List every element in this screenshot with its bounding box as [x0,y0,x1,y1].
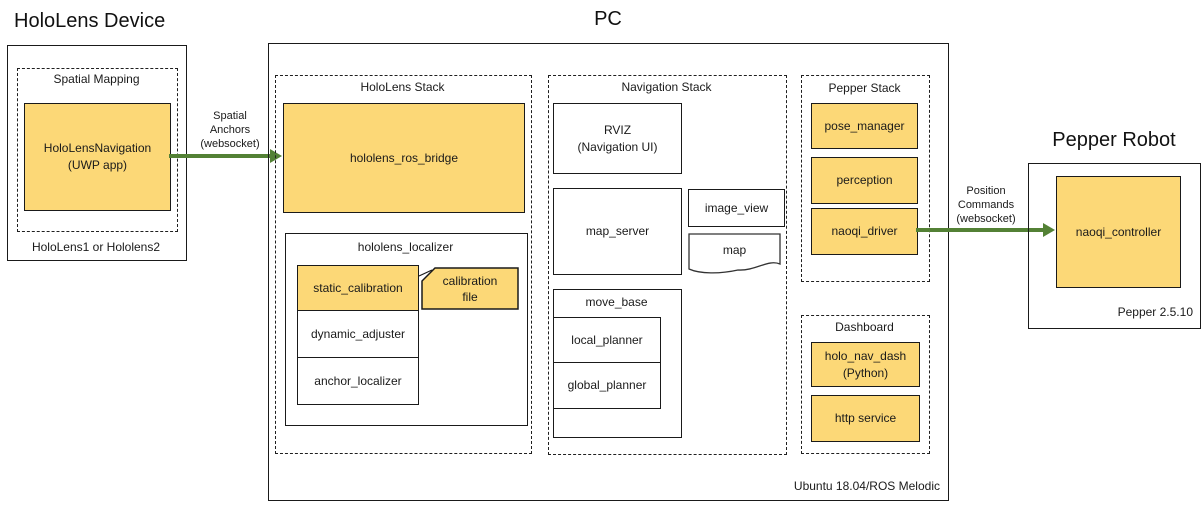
dashboard-group [801,315,930,454]
move-base-label: move_base [585,295,648,309]
anchor-localizer-node: anchor_localizer [297,357,419,405]
hololens-stack-group [275,75,532,454]
hololens-device-footer: HoloLens1 or Hololens2 [31,240,161,254]
holo-nav-dash-node: holo_nav_dash (Python) [811,342,920,387]
static-calibration-node: static_calibration [297,265,419,312]
pose-manager-node: pose_manager [811,103,918,149]
position-commands-arrow-head-icon [1043,223,1055,237]
spatial-anchors-arrow-line [169,154,271,158]
pepper-stack-group [801,75,930,282]
position-commands-arrow-label: Position Commands (websocket) [944,184,1028,226]
naoqi-controller-node: naoqi_controller [1056,176,1181,288]
pepper-robot-footer: Pepper 2.5.10 [1117,305,1193,319]
calibration-file-shape: calibration file [416,263,520,311]
spatial-anchors-arrow-head-icon [270,149,282,163]
pepper-robot-title: Pepper Robot [1052,129,1176,151]
pepper-stack-label: Pepper Stack [828,81,901,95]
pepper-robot-box [1028,163,1201,329]
spatial-mapping-group [17,68,178,232]
holo-nav-dash-line1: holo_nav_dash [824,348,907,363]
image-view-node: image_view [688,189,785,227]
calibration-file-note-icon [418,267,519,310]
spatial-anchors-line2: Anchors [209,124,251,136]
calibration-file-line2: file [462,289,478,304]
navigation-stack-group [548,75,787,455]
map-server-node: map_server [553,188,682,275]
hololens-navigation-line2: (UWP app) [67,158,128,172]
pc-title: PC [594,8,622,30]
position-commands-line2: Commands [957,199,1015,211]
spatial-anchors-line3: (websocket) [200,138,260,150]
dashboard-label: Dashboard [835,320,894,334]
rviz-node: RVIZ (Navigation UI) [553,103,682,174]
hololens-navigation-line1: HoloLensNavigation [43,141,152,155]
navigation-stack-label: Navigation Stack [621,80,712,94]
global-planner-node: global_planner [553,362,661,409]
hololens-localizer-box [285,233,528,426]
spatial-mapping-label: Spatial Mapping [53,72,140,86]
pc-box [268,43,949,501]
local-planner-node: local_planner [553,317,661,364]
hololens-localizer-label: hololens_localizer [357,240,454,254]
spatial-anchors-line1: Spatial [213,110,247,122]
hololens-device-title: HoloLens Device [14,10,166,32]
hololens-ros-bridge-node: hololens_ros_bridge [283,103,525,213]
calibration-file-line1: calibration [442,273,498,288]
naoqi-driver-node: naoqi_driver [811,208,918,255]
hololens-navigation-node: HoloLensNavigation (UWP app) [24,103,171,211]
holo-nav-dash-line2: (Python) [842,365,889,380]
position-commands-line1: Position [966,185,1006,197]
hololens-stack-label: HoloLens Stack [360,80,445,94]
spatial-anchors-arrow-label: Spatial Anchors (websocket) [188,109,272,151]
rviz-line2: (Navigation UI) [577,139,658,154]
map-shape: map [688,233,781,275]
map-text: map [722,243,747,257]
hololens-device-box [7,45,187,261]
calibration-file-text: calibration file [422,268,518,309]
perception-node: perception [811,157,918,204]
http-service-node: http service [811,395,920,442]
map-document-icon [688,233,781,274]
pc-footer: Ubuntu 18.04/ROS Melodic [793,479,940,493]
dynamic-adjuster-node: dynamic_adjuster [297,310,419,359]
position-commands-line3: (websocket) [956,213,1016,225]
position-commands-arrow-line [916,228,1044,232]
rviz-line1: RVIZ [603,122,632,137]
